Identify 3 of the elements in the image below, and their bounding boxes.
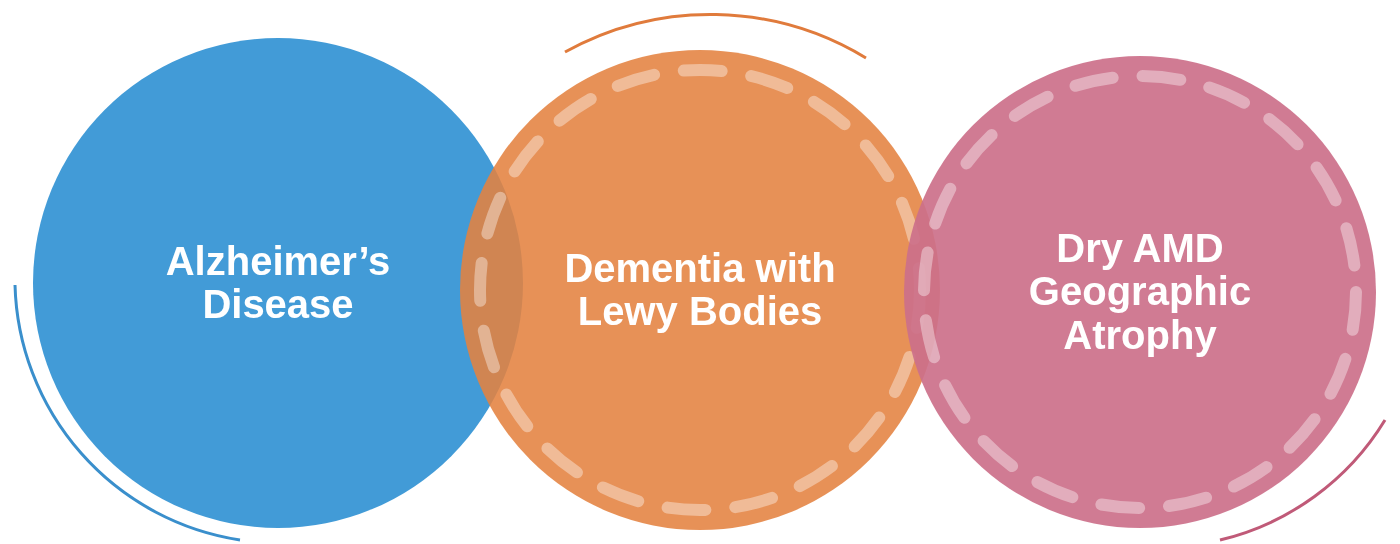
node-label: Dementia with Lewy Bodies xyxy=(563,246,837,334)
node-label: Alzheimer’s Disease xyxy=(164,239,392,327)
node-label: Dry AMD Geographic Atrophy xyxy=(1027,227,1253,357)
